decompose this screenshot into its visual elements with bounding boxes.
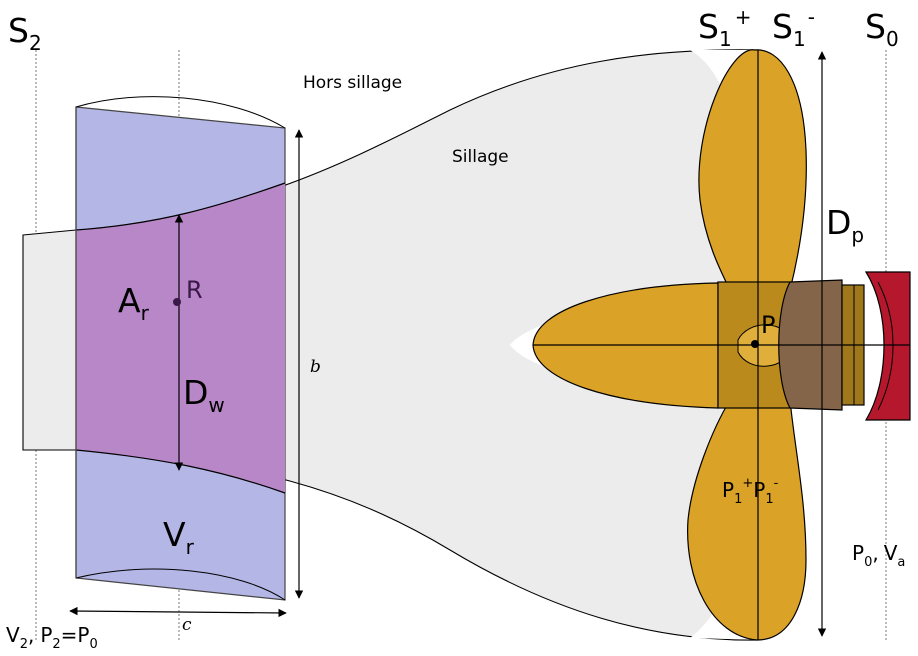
rotor-top-arc bbox=[75, 96, 286, 129]
rotor-outer-edge-top bbox=[75, 182, 286, 231]
point-p bbox=[751, 340, 759, 348]
rotor-outer-edge-bottom bbox=[75, 449, 286, 494]
label-s1-plus: S1+ bbox=[698, 5, 751, 51]
label-p1: P1+P1- bbox=[722, 476, 779, 507]
rotor-disk-purple bbox=[76, 183, 285, 493]
label-p: P bbox=[761, 311, 775, 339]
label-sillage: Sillage bbox=[452, 147, 509, 167]
point-r bbox=[173, 298, 181, 306]
label-dp: Dp bbox=[826, 203, 864, 247]
label-hors-sillage: Hors sillage bbox=[303, 73, 402, 93]
label-c: c bbox=[182, 615, 192, 635]
c-dimension-arrow bbox=[69, 606, 287, 618]
label-b: b bbox=[310, 357, 321, 377]
rotor-bottom-arc bbox=[75, 568, 286, 601]
label-v2-p2: V2,P2=P0 bbox=[6, 623, 98, 652]
label-s2: S2 bbox=[8, 11, 42, 55]
propeller-blade-bottom bbox=[687, 399, 807, 641]
shaft-flange bbox=[864, 271, 911, 421]
label-s0: S0 bbox=[865, 7, 899, 51]
label-dw: Dw bbox=[183, 373, 225, 417]
label-ar: Ar bbox=[118, 281, 150, 325]
label-vr: Vr bbox=[163, 515, 195, 559]
label-s1-minus: S1- bbox=[772, 5, 815, 51]
label-p0-va: P0,Va bbox=[852, 541, 905, 570]
label-r: R bbox=[186, 276, 203, 304]
